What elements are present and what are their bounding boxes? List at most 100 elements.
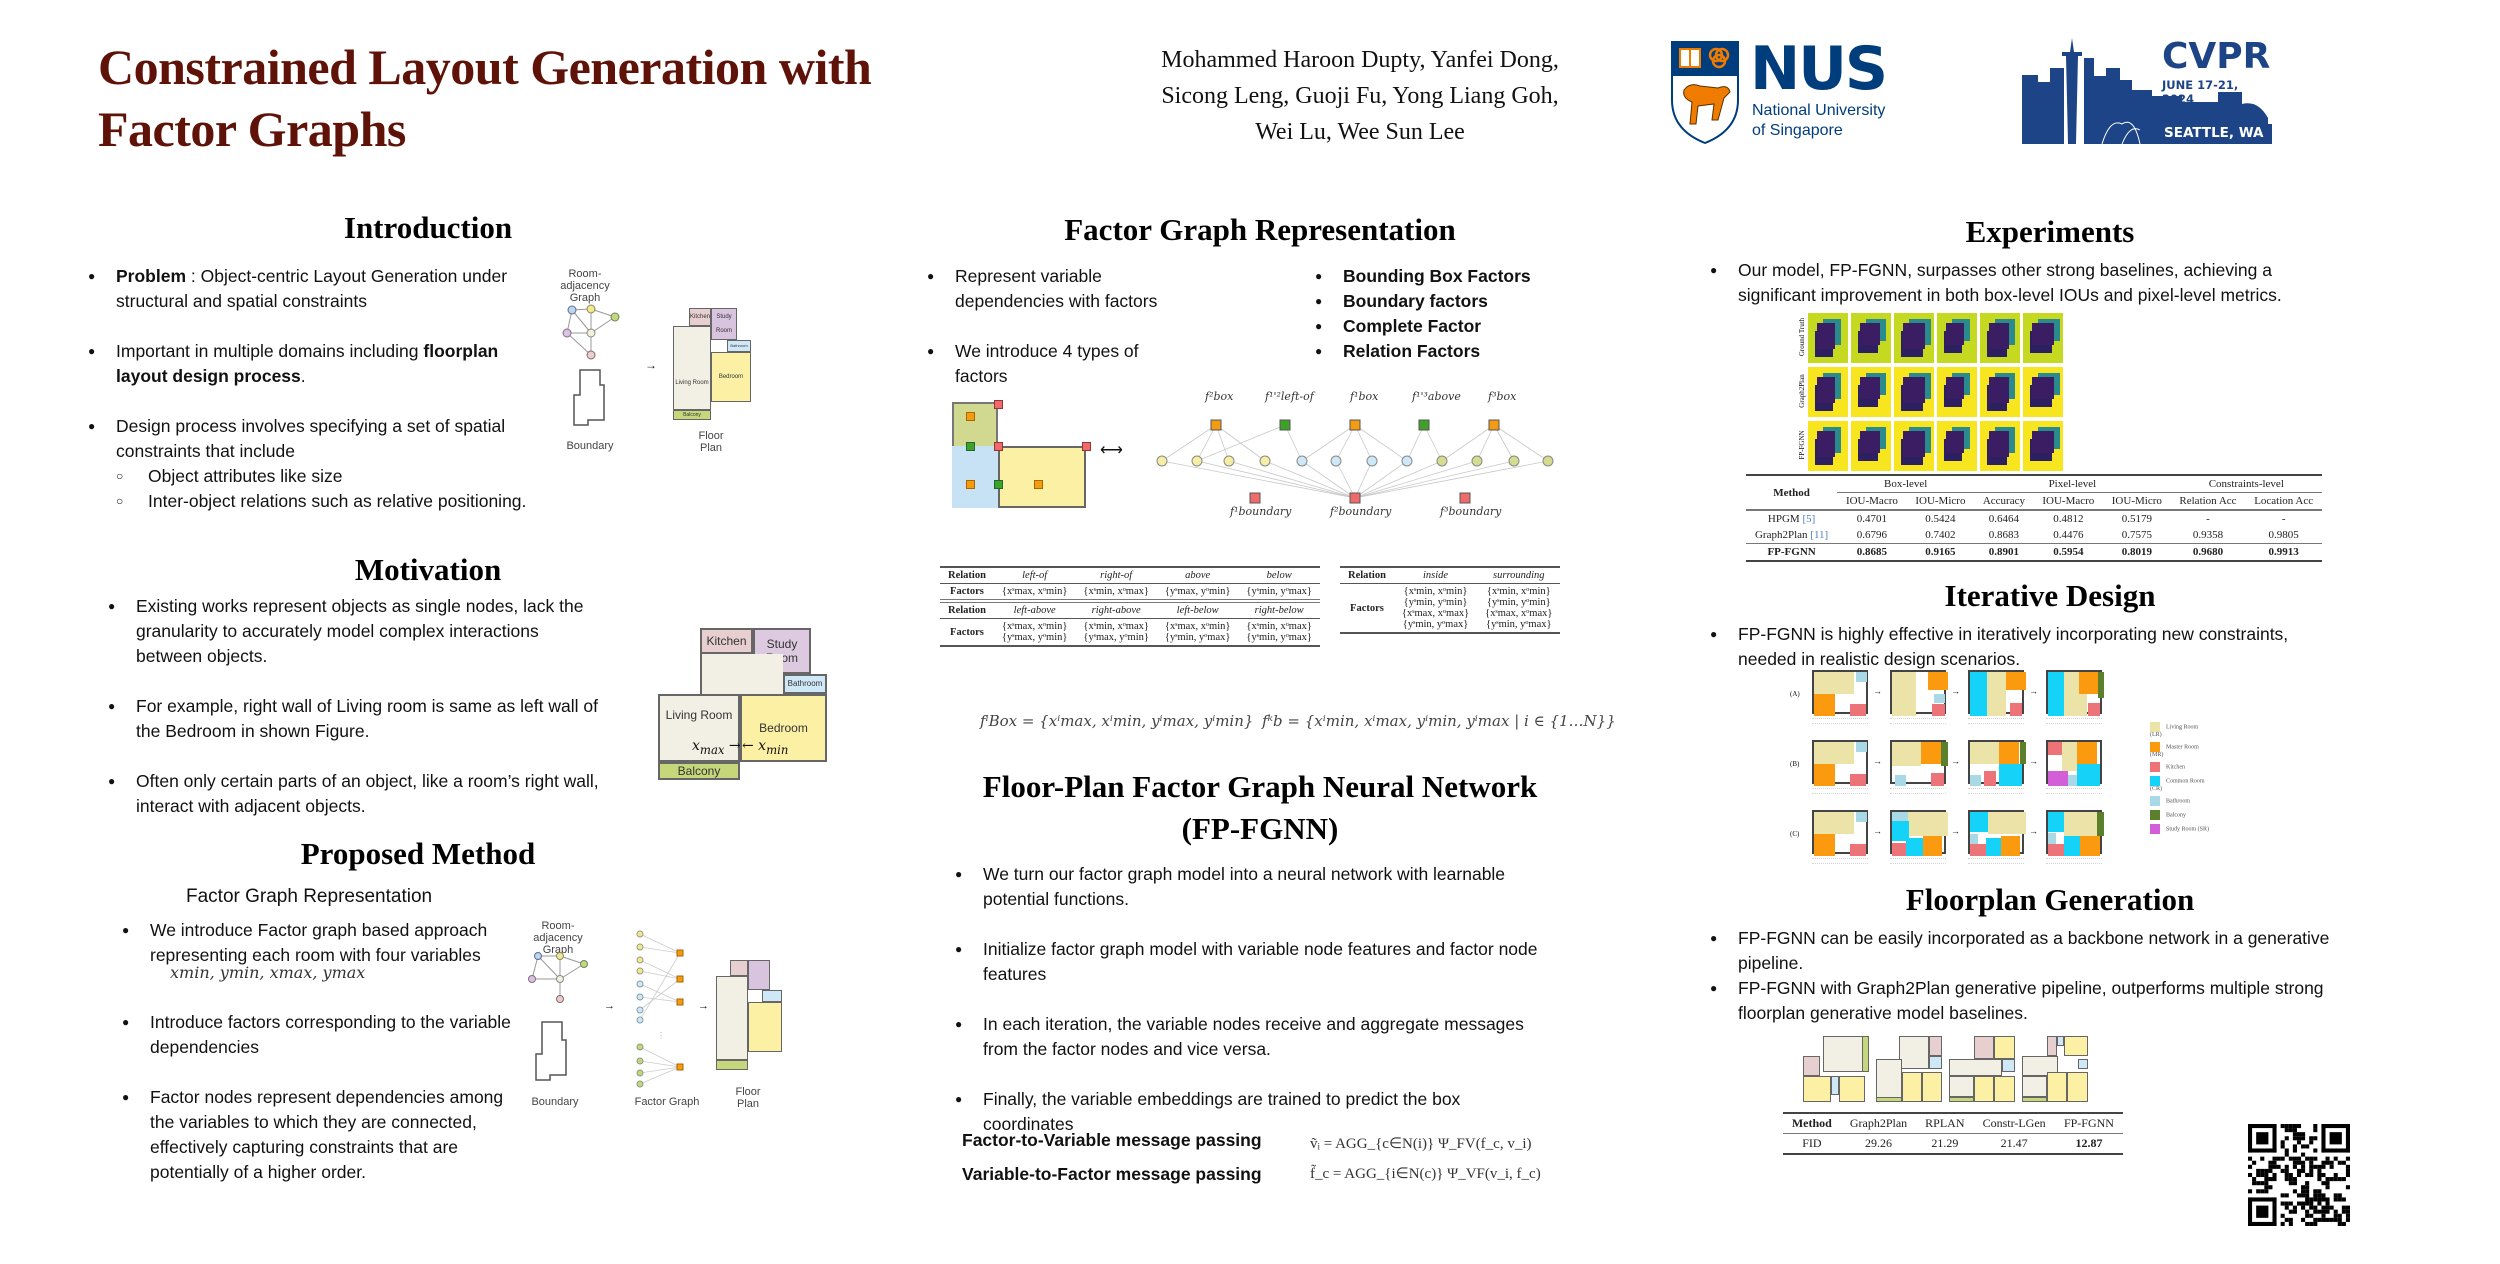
room-block — [1985, 838, 2004, 856]
fgr-bullet-1: Represent variable dependencies with fac… — [927, 264, 1167, 314]
qr-module — [2313, 1148, 2318, 1153]
room-block — [1892, 812, 1908, 823]
layout-shape — [1860, 377, 1880, 399]
step-caption-placeholder — [1812, 858, 1868, 864]
factor-node — [1210, 419, 1222, 431]
room-bedroom: Bedroom — [740, 694, 827, 762]
factor-node — [1349, 419, 1361, 431]
qr-module — [2280, 1144, 2285, 1149]
layout-result-tile — [1808, 367, 1848, 417]
room-block — [1984, 770, 1997, 786]
factor-line: {yˢmax, yᵒmin} — [1001, 632, 1068, 643]
factor-edge — [1196, 424, 1217, 462]
room-block — [1838, 1075, 1866, 1102]
column-header: IOU-Macro — [2042, 495, 2095, 507]
room-block — [2010, 702, 2022, 716]
spacer — [122, 1060, 532, 1085]
room-block — [1949, 1075, 1975, 1097]
qr-module — [2301, 1201, 2306, 1206]
spacer — [108, 669, 608, 694]
arrow-icon: → — [2029, 756, 2038, 766]
spacer — [88, 314, 528, 339]
intro-domains-end: . — [300, 366, 306, 386]
value-cell: - — [2281, 513, 2286, 525]
title-line-1: Constrained Layout Generation with — [98, 39, 872, 95]
factor-line: {xˢmax, xᵒmax} — [1485, 608, 1553, 619]
column-header: Accuracy — [1982, 495, 2025, 507]
qr-module — [2292, 1209, 2297, 1214]
floorplan-gen-bullets: FP-FGNN can be easily incorporated as a … — [1710, 926, 2350, 1026]
qr-module — [2280, 1140, 2285, 1145]
factor-node — [1488, 419, 1500, 431]
qr-module — [2260, 1172, 2265, 1178]
legend-label: Balcony — [2166, 812, 2186, 819]
iterative-bullet-1: FP-FGNN is highly effective in iterative… — [1710, 622, 2350, 672]
spacer — [108, 744, 608, 769]
factor-edge — [1215, 424, 1230, 462]
layout-shape — [1903, 323, 1925, 349]
qr-module — [2325, 1217, 2330, 1222]
graph-node — [580, 960, 588, 968]
qr-module — [2248, 1221, 2277, 1226]
arrow-icon: → — [1873, 686, 1882, 696]
layout-result-tile — [1937, 313, 1977, 363]
qr-module — [2313, 1217, 2318, 1222]
qr-module — [2272, 1156, 2277, 1161]
table-header: Relation — [948, 605, 986, 616]
room-block — [2006, 672, 2026, 691]
room-kitchen: Kitchen — [700, 628, 753, 654]
qr-module — [2268, 1177, 2273, 1182]
qr-module — [2313, 1136, 2318, 1141]
column-header: IOU-Micro — [1915, 495, 1966, 507]
room-study: Study Room — [711, 308, 737, 340]
method-cell: HPGM [5] — [1767, 513, 1816, 525]
room-block — [1814, 672, 1855, 694]
factor-edge — [1354, 460, 1443, 499]
factor-graph-diagram: ⋮ — [636, 930, 684, 1088]
room-block — [1949, 1059, 2002, 1076]
bbox-factor-node — [966, 480, 975, 489]
room-block — [1814, 764, 1836, 786]
factor-type-relation: Relation Factors — [1315, 339, 1575, 364]
relation-cell: inside — [1423, 570, 1449, 581]
fpfgnn-bullet-1: We turn our factor graph model into a ne… — [955, 862, 1555, 912]
qr-module — [2329, 1177, 2334, 1182]
arrow-icon: → — [1873, 826, 1882, 836]
factor-type-boundary: Boundary factors — [1315, 289, 1575, 314]
qr-module — [2313, 1164, 2318, 1169]
qr-module — [2313, 1197, 2318, 1202]
citation-link[interactable]: [11] — [1810, 529, 1829, 541]
factor-label-fbox2: f²box — [1205, 390, 1234, 403]
variable-node — [1156, 455, 1168, 467]
qr-module — [2345, 1209, 2350, 1214]
factor-label-fbox1: f¹box — [1350, 390, 1379, 403]
proposed-boundary-label: Boundary — [531, 1096, 579, 1108]
factor-edge — [1301, 460, 1356, 499]
boundary-factor-node — [1082, 442, 1091, 451]
room-block — [1894, 775, 1906, 786]
factor-cell: {xˢmin, xᵒmax}{yˢmax, yᵒmin} — [1075, 619, 1157, 647]
fpfgnn-heading: Floor-Plan Factor Graph Neural Network (… — [915, 766, 1605, 850]
qr-module — [2284, 1128, 2289, 1133]
layout-shape — [1989, 377, 2009, 403]
qr-module — [2264, 1168, 2269, 1173]
room-kitchen: Kitchen — [689, 308, 711, 326]
double-arrow-icon: ⟷ — [1100, 442, 1123, 459]
qr-module — [2288, 1177, 2293, 1182]
qr-module — [2248, 1197, 2253, 1226]
qr-module — [2309, 1140, 2314, 1145]
fpfgnn-section: Floor-Plan Factor Graph Neural Network (… — [915, 766, 1605, 1137]
arrow-icon: → — [1873, 756, 1882, 766]
variable-node — [1471, 455, 1483, 467]
citation-link[interactable]: [5] — [1802, 513, 1816, 525]
iterative-figure: (A)→→→(B)→→→(C)→→→ Living Room (LR)Maste… — [1790, 666, 2210, 876]
qr-module — [2333, 1193, 2338, 1198]
variable-node — [636, 1069, 644, 1077]
value-cell: 0.4476 — [2053, 529, 2084, 541]
proposed-method-section: Proposed Method Factor Graph Representat… — [88, 836, 848, 1185]
room-block — [1974, 1036, 1994, 1060]
layout-shape — [1903, 431, 1925, 457]
qr-module — [2284, 1172, 2289, 1178]
qr-module — [2260, 1168, 2265, 1173]
legend-swatch — [2150, 722, 2160, 732]
